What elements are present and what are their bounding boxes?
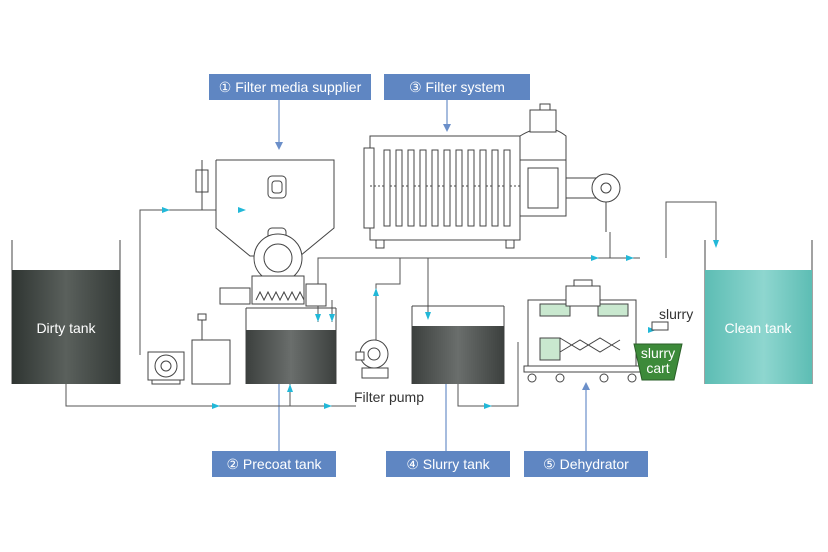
- slurry-cart-label-line2: cart: [646, 360, 669, 376]
- slurry-cart: slurry cart: [633, 343, 683, 381]
- slurry-cart-label-line1: slurry: [641, 345, 675, 361]
- dehydrator-machine: slurry: [523, 279, 693, 383]
- label-slurry-tank-text: ④ Slurry tank: [406, 456, 490, 472]
- filter-media-supplier-machine: [195, 159, 335, 307]
- filter-pump-label: Filter pump: [354, 389, 424, 405]
- pointer-lines: [275, 100, 590, 451]
- clean-tank-label: Clean tank: [725, 320, 793, 336]
- label-precoat-tank: ② Precoat tank: [212, 451, 336, 477]
- filter-plates: [383, 149, 511, 227]
- label-precoat-tank-text: ② Precoat tank: [226, 456, 322, 472]
- label-dehydrator-text: ⑤ Dehydrator: [543, 456, 629, 472]
- blower-unit: [147, 313, 231, 385]
- flow-arrows: [162, 207, 719, 409]
- label-filter-system-text: ③ Filter system: [409, 79, 505, 95]
- label-filter-media-supplier: ① Filter media supplier: [209, 74, 371, 100]
- label-filter-media-supplier-text: ① Filter media supplier: [219, 79, 362, 95]
- filter-pump: Filter pump: [354, 339, 424, 405]
- filter-system-machine: [363, 103, 621, 249]
- label-slurry-tank: ④ Slurry tank: [386, 451, 510, 477]
- dirty-tank-label: Dirty tank: [36, 320, 96, 336]
- slurry-tank: [411, 305, 505, 384]
- precoat-tank: [245, 307, 337, 384]
- label-filter-system: ③ Filter system: [384, 74, 530, 100]
- label-dehydrator: ⑤ Dehydrator: [524, 451, 648, 477]
- clean-tank: Clean tank: [704, 240, 813, 384]
- slurry-label: slurry: [659, 306, 693, 322]
- dirty-tank: Dirty tank: [11, 240, 121, 384]
